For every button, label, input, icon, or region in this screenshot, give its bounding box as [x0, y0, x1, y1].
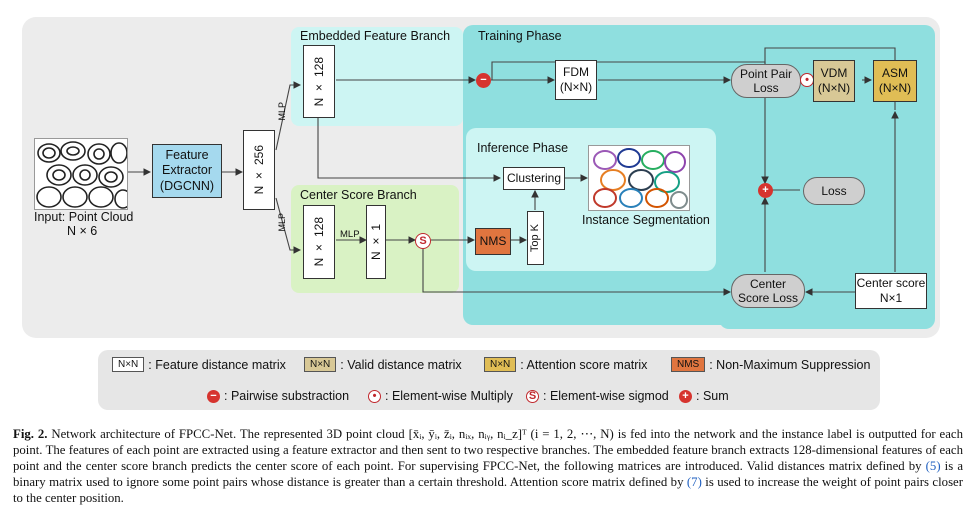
legend-subtract: − : Pairwise substraction	[207, 389, 349, 403]
nms-label: NMS	[479, 234, 507, 248]
architecture-diagram: Input: Point Cloud N × 6 Feature Extract…	[22, 17, 940, 410]
asm-label: ASM	[881, 66, 908, 80]
legend-subtract-icon: −	[207, 389, 220, 403]
legend-sigmoid: S : Element-wise sigmod	[526, 389, 669, 403]
fdm-box: FDM (N×N)	[555, 60, 597, 100]
legend-vdm-swatch: N×N	[304, 357, 337, 372]
mlp-bottom-label: MLP	[277, 213, 287, 232]
sum-icon: +	[758, 183, 773, 198]
center-score-loss-label: Center Score Loss	[737, 276, 799, 305]
inference-title: Inference Phase	[477, 141, 569, 155]
feature-extractor-label: Feature Extractor (DGCNN)	[159, 147, 215, 193]
figure-caption: Fig. 2. Network architecture of FPCC-Net…	[13, 426, 963, 506]
n1-label: N × 1	[368, 223, 383, 260]
n128-top-label: N × 128	[311, 56, 326, 107]
vdm-dims: (N×N)	[817, 81, 851, 95]
caption-part1: Network architecture of FPCC-Net. The re…	[13, 427, 963, 473]
legend-multiply-text: : Element-wise Multiply	[385, 389, 513, 403]
vdm-box: VDM (N×N)	[813, 60, 855, 102]
center-score-box: Center score N×1	[855, 273, 927, 309]
legend-fdm-swatch: N×N	[112, 357, 145, 372]
input-label: Input: Point Cloud	[34, 210, 134, 224]
n256-label: N × 256	[251, 145, 266, 195]
point-cloud-image	[34, 138, 128, 210]
embedded-branch-title: Embedded Feature Branch	[300, 29, 451, 43]
vdm-label: VDM	[820, 66, 848, 80]
input-dims: N × 6	[67, 224, 98, 238]
legend-sum-icon: +	[679, 389, 692, 403]
center-score-box-label: Center score	[856, 276, 926, 290]
instance-segmentation-label: Instance Segmentation	[582, 213, 710, 227]
mlp-top-label: MLP	[277, 102, 287, 121]
legend-sigmoid-text: : Element-wise sigmod	[543, 389, 669, 403]
legend-subtract-text: : Pairwise substraction	[224, 389, 350, 403]
loss-node: Loss	[803, 177, 865, 205]
legend-fdm: N×N : Feature distance matrix	[112, 357, 286, 372]
clustering-box: Clustering	[503, 167, 565, 190]
legend-asm-swatch: N×N	[484, 357, 517, 372]
point-pair-loss-label: Point Pair Loss	[739, 66, 793, 95]
legend-nms-text: : Non-Maximum Suppression	[709, 357, 871, 372]
nms-box: NMS	[475, 228, 511, 255]
mlp-mid-label: MLP	[340, 229, 360, 240]
point-pair-loss: Point Pair Loss	[731, 64, 801, 98]
legend-asm: N×N : Attention score matrix	[484, 357, 647, 372]
caption-ref-5[interactable]: (5)	[925, 459, 941, 473]
caption-part3: is used to increase the weight of point …	[13, 475, 963, 505]
legend-nms-swatch: NMS	[671, 357, 706, 372]
center-score-box-dims: N×1	[879, 291, 903, 305]
fdm-label: FDM	[563, 65, 589, 79]
n128-bottom-box: N × 128	[303, 205, 335, 279]
element-multiply-icon: •	[800, 73, 814, 87]
sigmoid-icon: S	[415, 233, 431, 249]
legend-nms: NMS : Non-Maximum Suppression	[671, 357, 870, 372]
legend-sigmoid-icon: S	[526, 389, 539, 403]
n1-box: N × 1	[366, 205, 386, 279]
legend-asm-text: : Attention score matrix	[520, 357, 648, 372]
pairwise-subtraction-icon: −	[476, 73, 491, 88]
legend-sum: + : Sum	[679, 389, 729, 403]
feature-extractor-box: Feature Extractor (DGCNN)	[152, 144, 222, 198]
legend-fdm-text: : Feature distance matrix	[148, 357, 286, 372]
legend-vdm: N×N : Valid distance matrix	[304, 357, 462, 372]
asm-box: ASM (N×N)	[873, 60, 917, 102]
asm-dims: (N×N)	[878, 81, 912, 95]
n128-top-box: N × 128	[303, 45, 335, 118]
fdm-dims: (N×N)	[559, 80, 593, 94]
caption-part2: is a binary matrix used to ignore some p…	[13, 459, 963, 489]
loss-label: Loss	[821, 183, 847, 198]
clustering-label: Clustering	[506, 171, 562, 185]
topk-label: Top K	[528, 223, 541, 253]
legend-vdm-text: : Valid distance matrix	[340, 357, 462, 372]
instance-segmentation-image	[588, 145, 690, 211]
center-branch-title: Center Score Branch	[300, 188, 417, 202]
topk-box: Top K	[527, 211, 544, 265]
training-title: Training Phase	[478, 29, 562, 43]
legend-multiply-icon: •	[368, 389, 381, 403]
caption-ref-7[interactable]: (7)	[686, 475, 702, 489]
center-score-loss: Center Score Loss	[731, 274, 805, 308]
caption-label: Fig. 2.	[13, 427, 48, 441]
connector-lines	[126, 47, 899, 296]
legend-multiply: • : Element-wise Multiply	[368, 389, 513, 403]
n256-box: N × 256	[243, 130, 275, 210]
legend-sum-text: : Sum	[696, 389, 729, 403]
n128-bottom-label: N × 128	[311, 217, 326, 267]
